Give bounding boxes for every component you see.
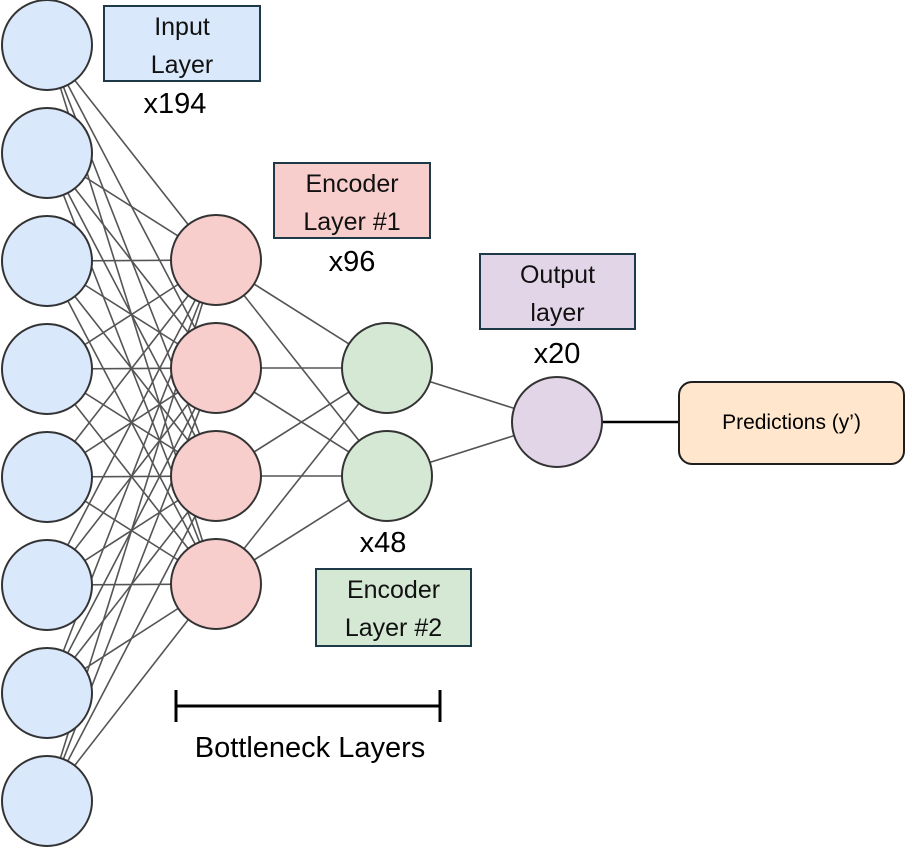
encoder1-node — [170, 538, 262, 630]
label-line: Encoder — [346, 576, 441, 604]
input-node — [1, 323, 93, 415]
input-node — [1, 647, 93, 739]
bottleneck-layers-label: Bottleneck Layers — [194, 732, 426, 764]
encoder-layer-1-label: Encoder Layer #1 — [273, 162, 431, 239]
input-to-encoder1-edge — [46, 475, 217, 802]
label-line: layer — [530, 299, 585, 327]
label-line: Layer #2 — [344, 614, 443, 642]
predictions-box: Predictions (y’) — [678, 381, 905, 465]
encoder-layer-2-label: Encoder Layer #2 — [315, 568, 472, 647]
input-node — [1, 431, 93, 523]
output-node — [511, 376, 603, 468]
output-layer-count: x20 — [533, 338, 581, 370]
input-node — [1, 107, 93, 199]
encoder-layer-1-count: x96 — [328, 246, 376, 278]
label-line: Encoder — [305, 170, 399, 198]
input-node — [1, 215, 93, 307]
bottleneck-bracket — [174, 690, 442, 722]
input-node — [1, 755, 93, 847]
input-to-encoder1-edge — [46, 259, 217, 586]
output-layer-label: Output layer — [479, 253, 636, 330]
label-line: Input — [154, 13, 210, 41]
label-line: Layer — [150, 51, 214, 79]
encoder-layer-2-count: x48 — [359, 527, 407, 559]
label-line: Layer #1 — [303, 208, 401, 236]
input-layer-count: x194 — [143, 88, 207, 120]
encoder1-node — [170, 430, 262, 522]
input-node — [1, 539, 93, 631]
encoder2-node — [341, 430, 433, 522]
label-line: Output — [519, 261, 596, 289]
encoder1-node — [170, 322, 262, 414]
encoder1-node — [170, 214, 262, 306]
predictions-label: Predictions (y’) — [722, 411, 861, 434]
input-layer-label: Input Layer — [103, 5, 261, 82]
input-node — [1, 0, 93, 91]
encoder2-node — [341, 322, 433, 414]
